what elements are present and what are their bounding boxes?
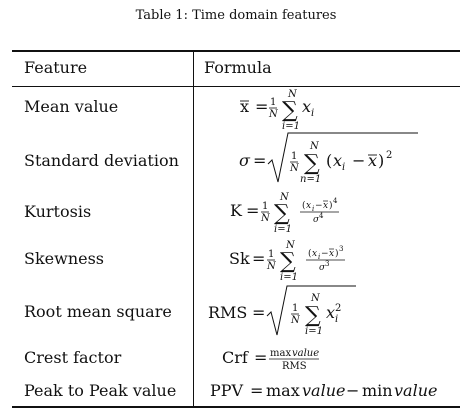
svg-text:−: − — [352, 151, 365, 170]
svg-text:4: 4 — [319, 212, 324, 220]
svg-text:x: x — [312, 249, 317, 259]
svg-text:x: x — [323, 201, 328, 211]
svg-text:x: x — [329, 249, 334, 259]
svg-text:1: 1 — [292, 303, 298, 314]
svg-text:2: 2 — [335, 303, 341, 314]
svg-text:−: − — [315, 201, 323, 211]
svg-text:): ) — [335, 248, 339, 259]
svg-text:x: x — [333, 151, 342, 170]
svg-text:−: − — [321, 249, 329, 259]
formula-peak-to-peak: PPV = max value − min value — [196, 375, 458, 405]
svg-text:1: 1 — [270, 97, 276, 108]
formula-crest-factor: Crf = max value RMS — [196, 342, 458, 374]
svg-text:RMS: RMS — [208, 303, 247, 322]
svg-text:σ: σ — [319, 263, 326, 273]
table-top-rule — [12, 50, 460, 52]
svg-text:=: = — [253, 151, 266, 170]
row-label-mean-value: Mean value — [24, 97, 119, 116]
row-label-skewness: Skewness — [24, 249, 105, 268]
svg-text:max: max — [270, 348, 291, 359]
svg-text:N: N — [309, 141, 320, 152]
svg-text:i: i — [311, 108, 314, 119]
svg-text:4: 4 — [333, 197, 338, 205]
svg-text:i: i — [335, 314, 338, 325]
svg-text:x: x — [326, 303, 335, 322]
svg-text:N: N — [310, 293, 321, 304]
svg-text:=: = — [250, 381, 263, 400]
svg-text:x: x — [240, 97, 249, 116]
svg-text:i=1: i=1 — [305, 326, 323, 337]
svg-text:i=1: i=1 — [280, 272, 298, 283]
header-formula: Formula — [204, 58, 272, 77]
svg-text:): ) — [329, 200, 333, 211]
svg-text:): ) — [378, 151, 384, 170]
svg-text:=: = — [246, 201, 259, 220]
formula-skewness: Sk = 1 N N ∑ i=1 ( x i − x ) 3 σ 3 — [196, 236, 458, 284]
svg-text:Sk: Sk — [229, 249, 250, 268]
svg-text:N: N — [279, 192, 290, 203]
table-caption: Table 1: Time domain features — [135, 8, 337, 23]
svg-text:K: K — [230, 201, 243, 220]
row-label-standard-deviation: Standard deviation — [24, 151, 179, 170]
svg-text:N: N — [266, 261, 277, 272]
svg-text:PPV: PPV — [210, 381, 244, 400]
svg-text:∑: ∑ — [304, 151, 320, 176]
svg-text:N: N — [268, 109, 279, 120]
svg-text:(: ( — [308, 248, 312, 259]
svg-text:σ: σ — [239, 151, 251, 170]
svg-text:Crf: Crf — [222, 348, 249, 367]
svg-text:=: = — [252, 303, 265, 322]
svg-text:2: 2 — [386, 150, 392, 161]
svg-text:1: 1 — [262, 201, 268, 212]
formula-rms: RMS = 1 N N ∑ i=1 x i 2 — [196, 284, 458, 340]
svg-text:=: = — [252, 249, 265, 268]
svg-text:value: value — [394, 381, 437, 400]
column-divider — [193, 50, 194, 407]
svg-text:x: x — [302, 97, 311, 116]
svg-text:σ: σ — [313, 215, 320, 225]
svg-text:(: ( — [326, 151, 332, 170]
svg-text:∑: ∑ — [280, 249, 296, 274]
svg-text:RMS: RMS — [282, 361, 307, 372]
svg-text:x: x — [368, 151, 377, 170]
row-label-kurtosis: Kurtosis — [24, 202, 92, 221]
formula-mean-value: x = 1 N N ∑ i=1 x i — [196, 88, 458, 134]
svg-text:=: = — [254, 348, 267, 367]
table-bottom-rule — [12, 406, 460, 408]
svg-text:∑: ∑ — [305, 303, 321, 328]
svg-text:∑: ∑ — [274, 201, 290, 226]
svg-text:min: min — [362, 381, 393, 400]
svg-text:N: N — [285, 240, 296, 251]
svg-text:x: x — [306, 201, 311, 211]
svg-text:3: 3 — [339, 245, 343, 253]
svg-text:i: i — [312, 205, 314, 213]
svg-text:−: − — [346, 381, 359, 400]
svg-text:n=1: n=1 — [300, 174, 321, 185]
row-label-crest-factor: Crest factor — [24, 348, 122, 367]
header-feature: Feature — [24, 58, 88, 77]
svg-text:value: value — [292, 348, 319, 359]
svg-text:1: 1 — [268, 249, 274, 260]
svg-text:i=1: i=1 — [274, 224, 292, 235]
row-label-peak-to-peak: Peak to Peak value — [24, 381, 177, 400]
row-label-rms: Root mean square — [24, 302, 172, 321]
svg-text:value: value — [302, 381, 345, 400]
svg-text:1: 1 — [291, 151, 297, 162]
svg-text:i: i — [342, 162, 345, 173]
svg-text:=: = — [255, 97, 268, 116]
table-header-rule — [12, 86, 460, 87]
formula-standard-deviation: σ = 1 N N ∑ n=1 ( x i − x ) 2 — [196, 130, 458, 188]
svg-text:∑: ∑ — [282, 98, 298, 123]
svg-text:3: 3 — [325, 260, 329, 268]
svg-text:N: N — [287, 89, 298, 100]
svg-text:i=1: i=1 — [282, 121, 300, 132]
svg-text:i: i — [318, 253, 320, 261]
svg-text:N: N — [260, 213, 271, 224]
svg-text:N: N — [289, 163, 300, 174]
formula-kurtosis: K = 1 N N ∑ i=1 ( x i − x ) 4 σ 4 — [196, 188, 458, 236]
svg-text:max: max — [266, 381, 300, 400]
svg-text:(: ( — [302, 200, 306, 211]
svg-text:N: N — [290, 315, 301, 326]
